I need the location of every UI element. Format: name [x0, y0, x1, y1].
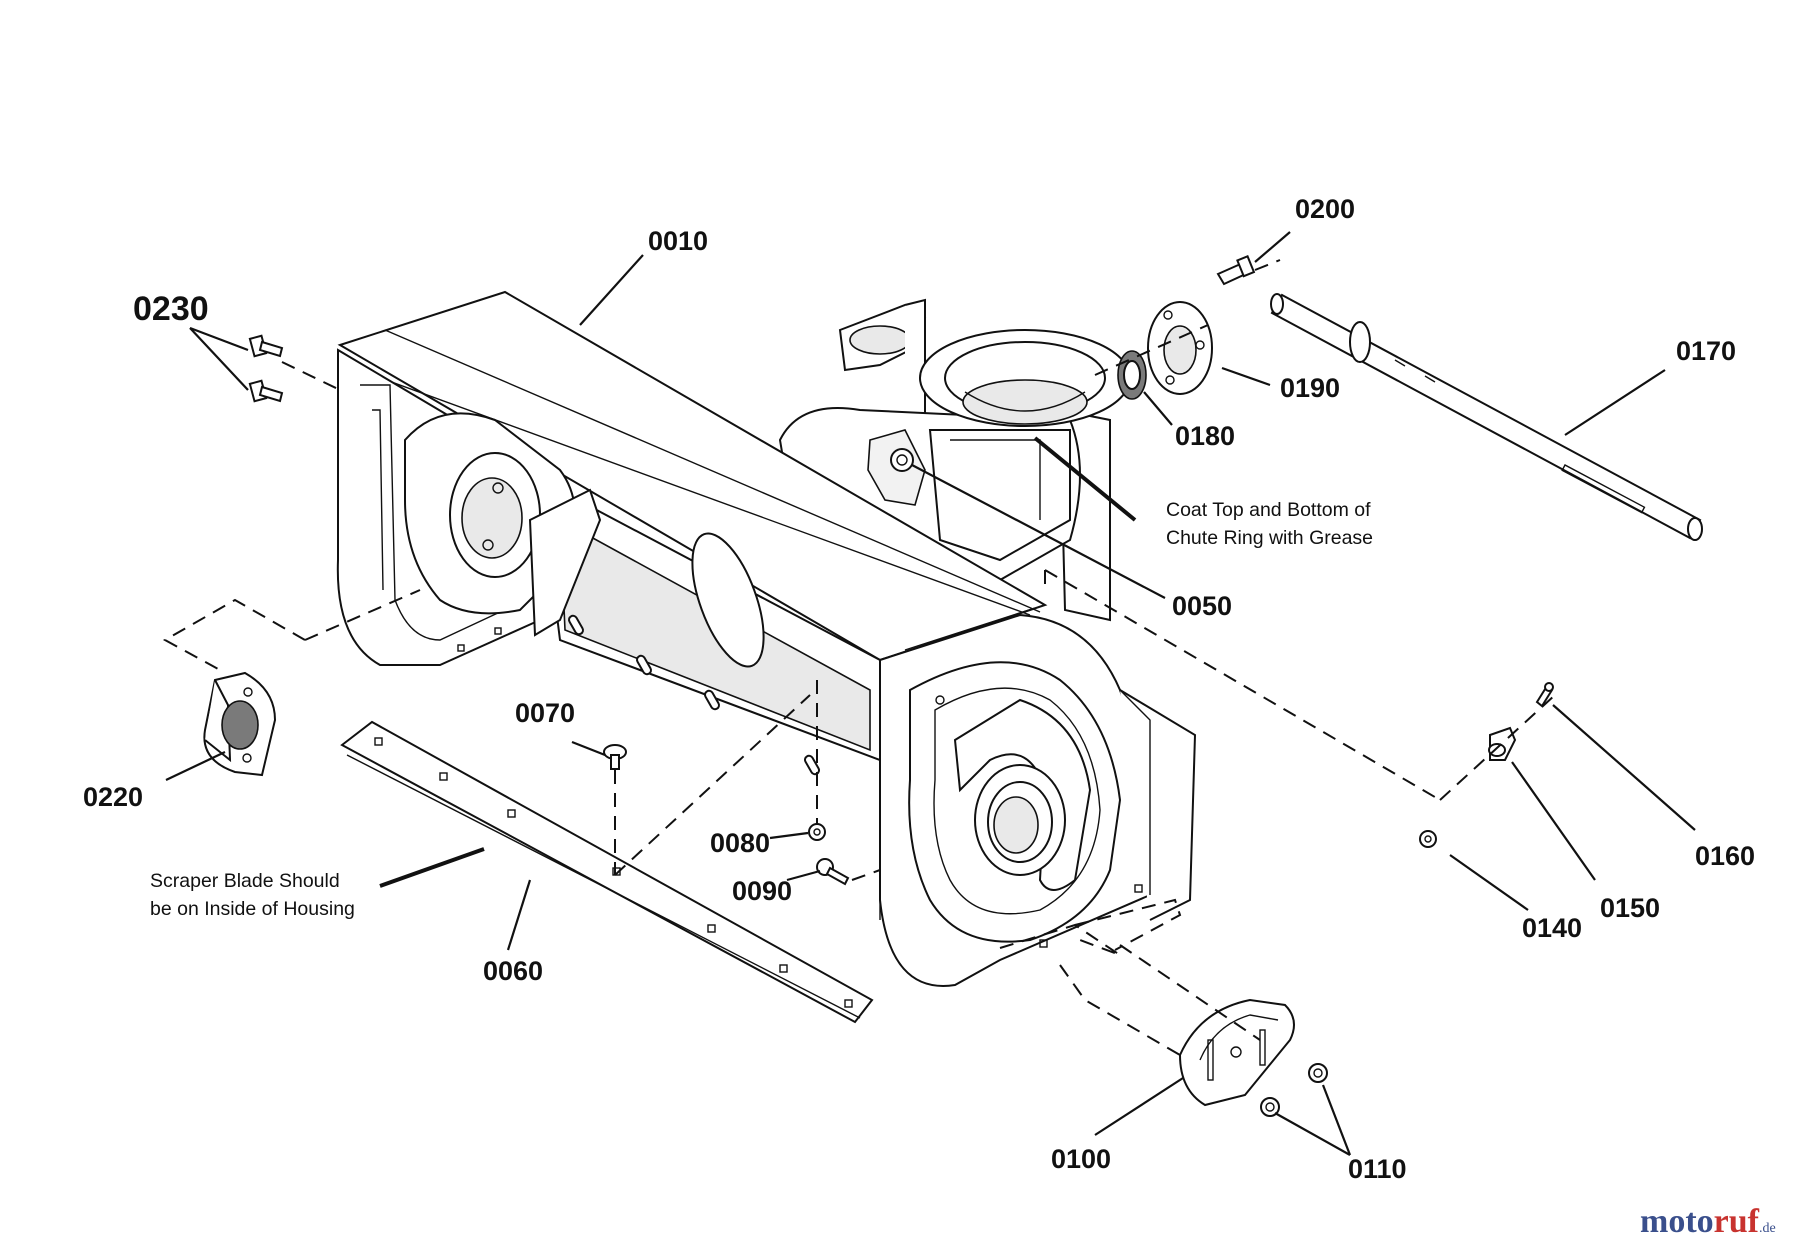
note-chute-line-2: Chute Ring with Grease	[1166, 527, 1373, 549]
bearing-flange-0220-icon	[203, 671, 277, 777]
nut-0140-icon	[1419, 830, 1437, 848]
auger-shaft-0170-icon	[1270, 293, 1703, 541]
label-0200: 0200	[1295, 194, 1355, 224]
bracket-0150-icon	[1488, 726, 1517, 761]
leader-lines	[165, 231, 1696, 1156]
label-0160: 0160	[1695, 841, 1755, 871]
label-0010: 0010	[648, 226, 708, 256]
label-0220: 0220	[83, 782, 143, 812]
bearing-0180-icon	[1117, 350, 1147, 400]
auger-housing	[336, 290, 1197, 987]
note-scraper-line-1: Scraper Blade Should	[150, 870, 340, 892]
nut-0110-icon	[1260, 1063, 1328, 1117]
watermark-text: motoruf.de	[1640, 1203, 1776, 1240]
skid-shoe-0100-icon	[1178, 998, 1295, 1107]
label-0150: 0150	[1600, 893, 1660, 923]
nut-0050-icon	[890, 448, 914, 472]
label-0090: 0090	[732, 876, 792, 906]
label-0190: 0190	[1280, 373, 1340, 403]
label-0080: 0080	[710, 828, 770, 858]
flange-0190-icon	[1147, 301, 1213, 395]
carriage-bolt-0070-icon	[603, 744, 627, 770]
bolt-0090-icon	[816, 858, 850, 886]
bolt-0230-icon	[248, 334, 284, 403]
scraper-blade	[340, 720, 874, 1024]
label-0180: 0180	[1175, 421, 1235, 451]
label-0070: 0070	[515, 698, 575, 728]
note-chute-line-1: Coat Top and Bottom of	[1166, 499, 1371, 521]
label-0170: 0170	[1676, 336, 1736, 366]
chute-assembly	[778, 298, 1131, 622]
label-0060: 0060	[483, 956, 543, 986]
label-0110: 0110	[1348, 1154, 1407, 1184]
label-0230: 0230	[133, 290, 209, 328]
assembly-notes: Coat Top and Bottom of Chute Ring with G…	[150, 499, 1373, 920]
label-0050: 0050	[1172, 591, 1232, 621]
label-0140: 0140	[1522, 913, 1582, 943]
watermark-logo: motoruf.de	[1640, 1203, 1776, 1240]
label-0100: 0100	[1051, 1144, 1111, 1174]
part-number-labels: 0010 0230 0200 0170 0190 0180 0050 0220 …	[83, 194, 1755, 1184]
assembly-dashed-lines	[162, 259, 1556, 1056]
bolt-0200-icon	[1216, 255, 1256, 286]
note-scraper-line-2: be on Inside of Housing	[150, 898, 355, 920]
nut-0080-icon	[808, 823, 826, 841]
screw-0160-icon	[1535, 682, 1554, 708]
